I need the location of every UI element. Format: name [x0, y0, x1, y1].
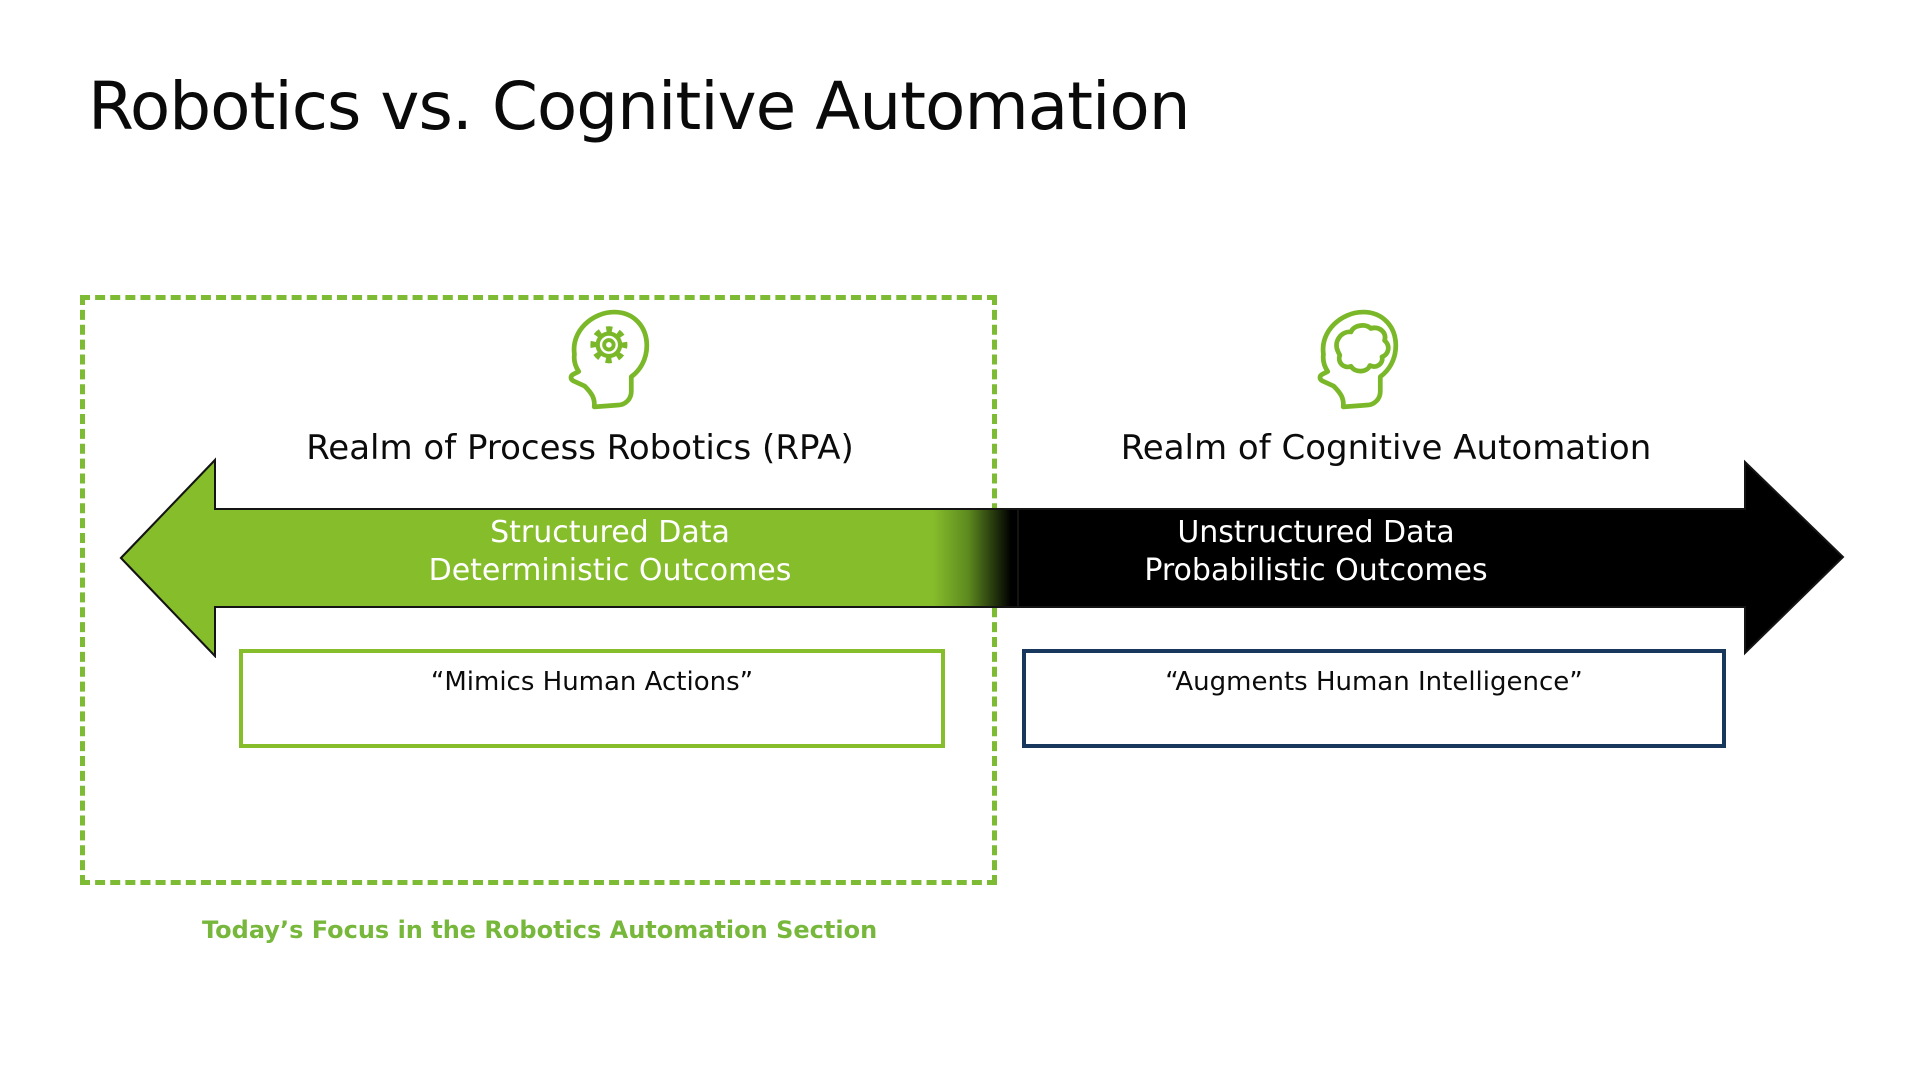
realm-label-cognitive: Realm of Cognitive Automation [1120, 428, 1652, 468]
arrow-line: Unstructured Data [1177, 515, 1455, 550]
brain-glyph [1334, 323, 1391, 374]
arrow-line: Structured Data [490, 515, 730, 550]
arrow-green-half [119, 457, 1019, 658]
quote-text: “Mimics Human Actions” [430, 667, 754, 697]
arrow-line: Deterministic Outcomes [428, 553, 792, 588]
quote-text: “Augments Human Intelligence” [1165, 667, 1583, 697]
arrow-text-structured: Structured Data Deterministic Outcomes [230, 514, 990, 590]
head-brain-icon [1317, 309, 1399, 410]
page-title: Robotics vs. Cognitive Automation [88, 68, 1191, 145]
realm-label-rpa: Realm of Process Robotics (RPA) [306, 428, 854, 468]
arrow-line: Probabilistic Outcomes [1144, 553, 1488, 588]
quote-box-mimics: “Mimics Human Actions” [239, 649, 945, 748]
quote-box-augments: “Augments Human Intelligence” [1022, 649, 1726, 748]
todays-focus-caption: Today’s Focus in the Robotics Automation… [202, 916, 878, 944]
head-gear-icon [568, 309, 650, 410]
spectrum-arrow [119, 457, 1845, 658]
gear-glyph [590, 326, 628, 364]
arrow-text-unstructured: Unstructured Data Probabilistic Outcomes [936, 514, 1696, 590]
